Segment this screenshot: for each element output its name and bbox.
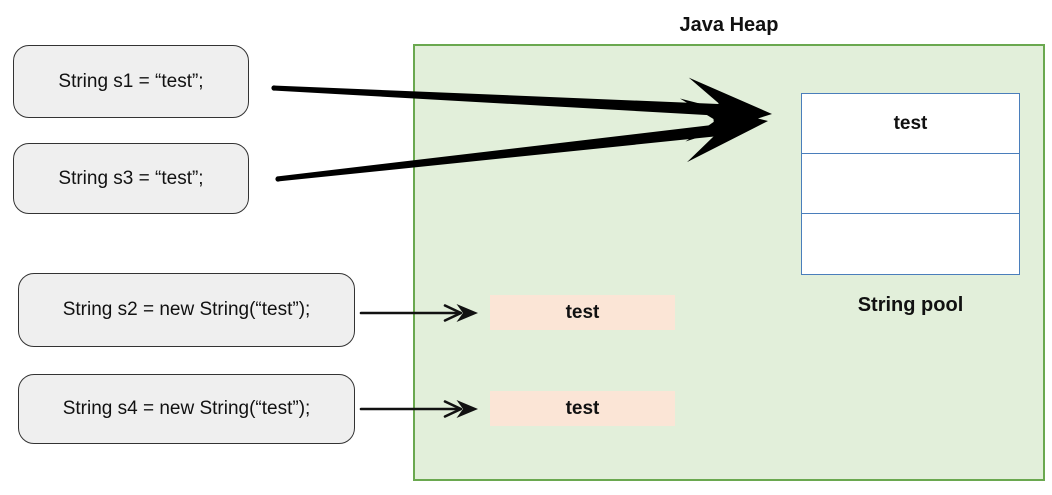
heap-object-2-value: test <box>565 397 600 419</box>
string-pool-row-1: test <box>802 94 1019 154</box>
string-pool-row-3 <box>802 214 1019 274</box>
string-pool-table: test <box>801 93 1020 275</box>
declaration-s4-label: String s4 = new String(“test”); <box>62 398 311 419</box>
string-pool-row-2 <box>802 154 1019 214</box>
heap-object-1: test <box>490 295 675 330</box>
declaration-s2-label: String s2 = new String(“test”); <box>62 299 311 320</box>
declaration-box-s1: String s1 = “test”; <box>13 45 249 118</box>
java-heap-title: Java Heap <box>679 14 779 36</box>
declaration-box-s2: String s2 = new String(“test”); <box>18 273 355 347</box>
declaration-box-s4: String s4 = new String(“test”); <box>18 374 355 444</box>
declaration-s1-label: String s1 = “test”; <box>58 70 204 92</box>
heap-object-1-value: test <box>565 301 600 323</box>
declaration-box-s3: String s3 = “test”; <box>13 143 249 214</box>
heap-object-2: test <box>490 391 675 426</box>
declaration-s3-label: String s3 = “test”; <box>58 167 204 189</box>
string-pool-label: String pool <box>857 294 964 316</box>
